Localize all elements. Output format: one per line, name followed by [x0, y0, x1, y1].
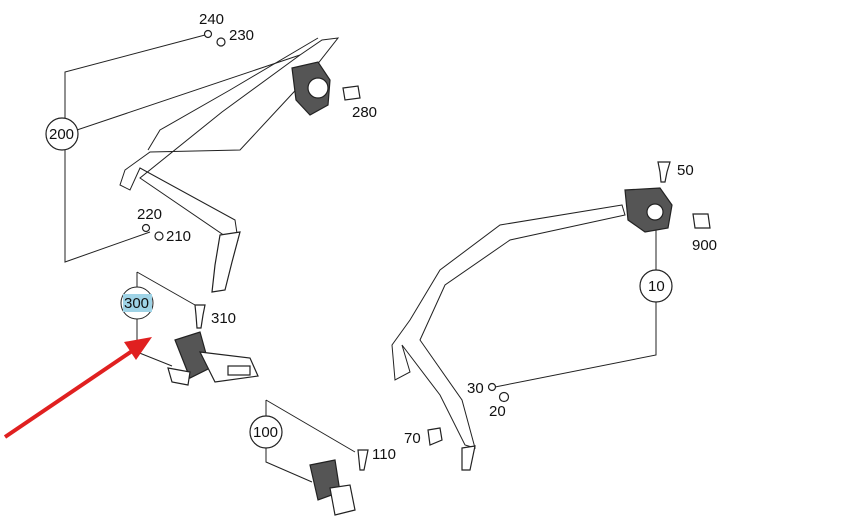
label-10: 10	[648, 278, 665, 295]
label-30: 30	[467, 380, 484, 397]
label-100: 100	[253, 424, 278, 441]
label-240: 240	[199, 11, 224, 28]
bolt-110-icon	[357, 449, 369, 471]
bolt-310-icon	[194, 304, 206, 329]
label-200: 200	[49, 126, 74, 143]
buckle-100	[309, 449, 369, 516]
callout-circle-200	[45, 117, 79, 151]
washer-20-icon	[498, 391, 510, 403]
washer-30-icon	[487, 382, 497, 392]
belt-assembly-200	[119, 29, 361, 293]
highlight-300	[123, 294, 152, 312]
label-280: 280	[352, 104, 377, 121]
label-110: 110	[372, 446, 396, 463]
buckle-300	[167, 304, 259, 386]
callout-circle-10	[639, 269, 673, 303]
belt-assembly-10	[391, 161, 711, 471]
washer-240-icon	[203, 29, 213, 39]
washer-210-icon	[154, 231, 164, 241]
label-220: 220	[137, 206, 162, 223]
washer-230-icon	[216, 37, 226, 47]
label-300: 300	[124, 295, 149, 312]
connector-900-icon	[692, 213, 711, 229]
label-230: 230	[229, 27, 254, 44]
red-arrow-pointer	[3, 337, 152, 439]
label-310: 310	[211, 310, 236, 327]
label-900: 900	[692, 237, 717, 254]
washer-220-icon	[141, 223, 151, 233]
label-50: 50	[677, 162, 694, 179]
callout-circle-100	[249, 415, 283, 449]
bolt-280-icon	[342, 85, 361, 101]
bolt-50-icon	[657, 161, 671, 183]
label-70: 70	[404, 430, 421, 447]
label-20: 20	[489, 403, 506, 420]
label-210: 210	[166, 228, 191, 245]
bolt-70-icon	[427, 427, 443, 446]
